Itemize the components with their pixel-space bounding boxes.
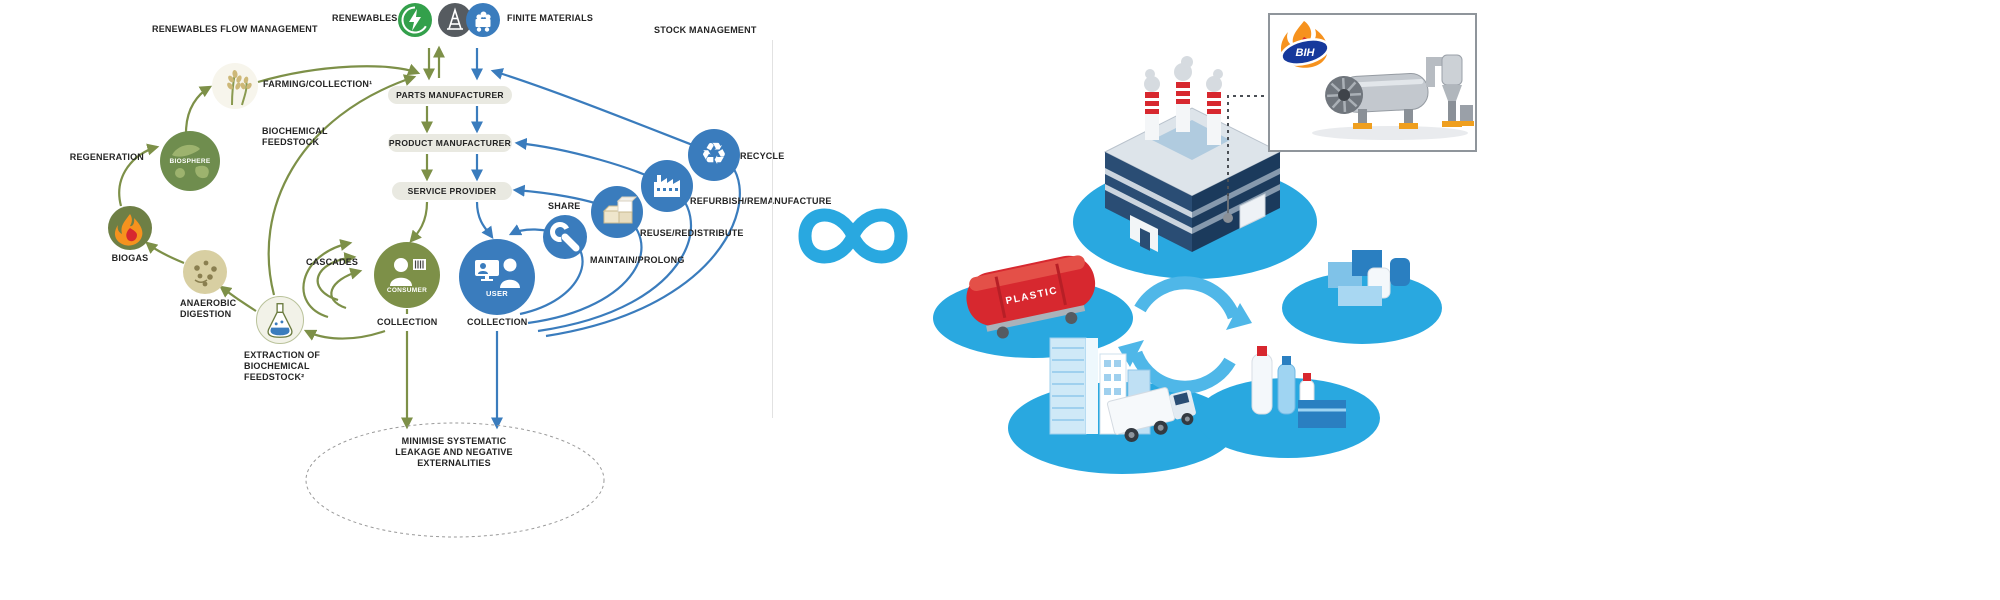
stock-management-label: STOCK MANAGEMENT (654, 25, 757, 35)
plastic-container: PLASTIC (966, 255, 1096, 339)
service-provider-box: SERVICE PROVIDER (392, 182, 512, 200)
farming-circle (212, 63, 258, 109)
renewables-label: RENEWABLES (332, 13, 398, 23)
smoke (1144, 56, 1223, 92)
wheat-icon (227, 70, 252, 106)
minimise-label: MINIMISE SYSTEMATIC LEAKAGE AND NEGATIVE… (395, 436, 513, 468)
factory-icon (654, 175, 680, 197)
regeneration-label: REGENERATION (69, 152, 144, 162)
flame-icon (114, 214, 143, 246)
digestion-icon (194, 260, 217, 287)
bottles-platform (1196, 378, 1380, 458)
person-computer-icon (475, 258, 520, 288)
user-label: USER (485, 289, 509, 298)
crates-platform (1282, 272, 1442, 344)
factory-building (1103, 56, 1282, 252)
consumer-circle: CONSUMER (374, 242, 440, 308)
green-loop-arrows (118, 45, 446, 430)
chimneys (1145, 82, 1221, 145)
renewables-flow-management-label: RENEWABLES FLOW MANAGEMENT (152, 24, 318, 34)
biosphere-label: BIOSPHERE (169, 157, 211, 165)
recycle-arrows-icon (1129, 276, 1241, 394)
flask-icon (267, 303, 293, 338)
maintain-prolong-label: MAINTAIN/PROLONG (590, 255, 685, 265)
person-barcode-icon (390, 258, 426, 286)
oil-derrick-icon (447, 7, 463, 30)
biogas-circle (108, 206, 152, 250)
cascades-label: CASCADES (306, 257, 359, 267)
extraction-label: EXTRACTION OF BIOCHEMICAL FEEDSTOCK² (244, 350, 321, 382)
bih-logo-text: BIH (1296, 47, 1316, 59)
biochemical-feedstock-label: BIOCHEMICAL FEEDSTOCK (262, 126, 328, 147)
share-label: SHARE (548, 201, 581, 211)
collection-right-label: COLLECTION (467, 317, 528, 328)
bottles (1251, 346, 1346, 428)
infinity-icon (798, 208, 908, 264)
extraction-circle (256, 296, 304, 344)
recycle-arrowheads (1118, 303, 1252, 367)
delivery-truck (1106, 387, 1196, 442)
parts-manufacturer-label: PARTS MANUFACTURER (396, 90, 504, 100)
refurbish-remanufacture-label: REFURBISH/REMANUFACTURE (690, 196, 832, 206)
reuse-redistribute-label: REUSE/REDISTRIBUTE (640, 228, 744, 238)
renewables-circle (398, 3, 432, 37)
rotary-dryer-machinery (1312, 54, 1474, 140)
farming-collection-label: FARMING/COLLECTION¹ (263, 79, 373, 89)
biosphere-circle: BIOSPHERE (160, 131, 220, 191)
lightning-icon (401, 6, 429, 34)
product-manufacturer-label: PRODUCT MANUFACTURER (388, 138, 512, 148)
machinery-inset-art: BIH (1280, 21, 1474, 140)
anaerobic-digestion-circle (183, 250, 227, 294)
globe-icon (172, 144, 209, 179)
refurbish-circle (641, 160, 693, 212)
bih-logo: BIH (1280, 21, 1330, 68)
biogas-label: BIOGAS (111, 253, 149, 263)
leakage-ellipse (305, 422, 605, 538)
reuse-circle (591, 186, 643, 238)
boxes-icon (602, 196, 638, 224)
wrench-icon (550, 222, 580, 252)
maintain-circle (543, 215, 587, 259)
inset-connector (1227, 95, 1266, 196)
crates (1328, 250, 1410, 306)
page-divider (772, 40, 773, 418)
consumer-label: CONSUMER (386, 287, 428, 294)
service-provider-label: SERVICE PROVIDER (407, 186, 497, 196)
recycle-circle: ♻ (688, 129, 740, 181)
minerals-icon (475, 11, 491, 32)
machinery-inset: BIH (1268, 13, 1477, 152)
parts-manufacturer-box: PARTS MANUFACTURER (388, 86, 512, 104)
user-circle: USER (459, 239, 535, 315)
recycle-label: RECYCLE (740, 151, 785, 161)
finite-materials-circle-minerals (466, 3, 500, 37)
recycle-icon: ♻ (700, 137, 728, 172)
recycling-illustration: PLASTIC (933, 56, 1442, 474)
anaerobic-digestion-label: ANAEROBIC DIGESTION (180, 298, 237, 319)
collection-left-label: COLLECTION (377, 317, 438, 328)
finite-materials-label: FINITE MATERIALS (507, 13, 594, 23)
product-manufacturer-box: PRODUCT MANUFACTURER (388, 134, 512, 152)
